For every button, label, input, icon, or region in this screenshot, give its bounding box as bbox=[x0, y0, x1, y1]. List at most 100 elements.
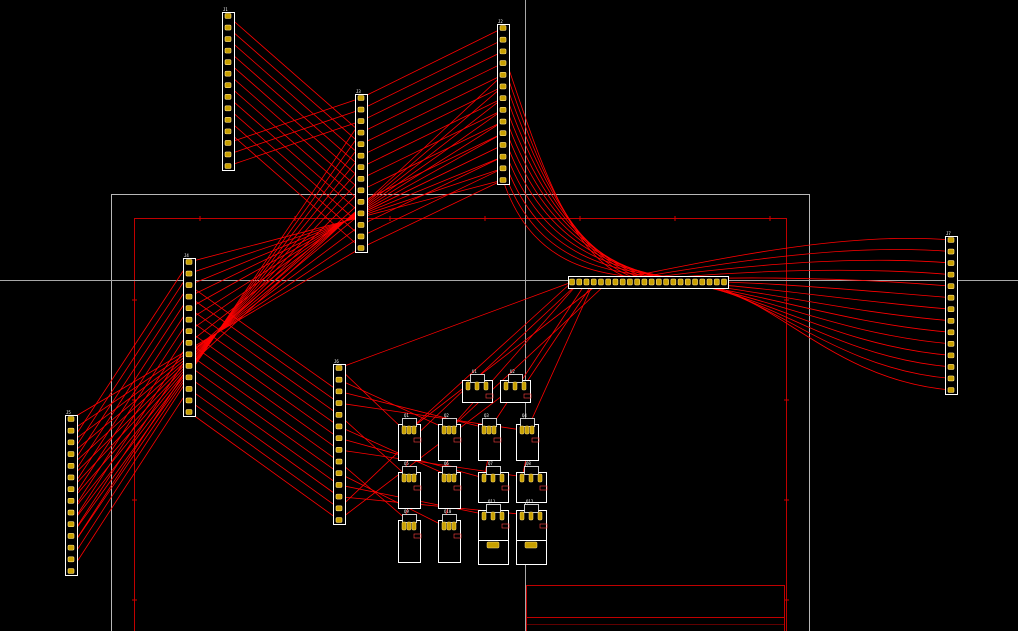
part-q9[interactable]: Q9 bbox=[398, 509, 422, 563]
part-q8[interactable]: Q8 bbox=[516, 461, 548, 503]
part-q6[interactable]: Q6 bbox=[438, 461, 462, 509]
connector-label: J6 bbox=[334, 359, 339, 364]
ratsnest-line bbox=[687, 281, 952, 379]
ratsnest-line bbox=[70, 354, 190, 537]
connector-j7[interactable]: J7 bbox=[945, 231, 958, 395]
ratsnest-line bbox=[408, 281, 573, 431]
connector-label: J1 bbox=[223, 7, 228, 12]
header-h1[interactable] bbox=[568, 276, 729, 289]
ratsnest-line bbox=[227, 38, 362, 156]
part-q1[interactable]: Q1 bbox=[398, 413, 422, 461]
ratsnest-line bbox=[448, 281, 580, 431]
pin-pad bbox=[648, 278, 655, 286]
part-tab bbox=[520, 418, 535, 427]
pin-pad bbox=[357, 141, 365, 147]
pin-pad bbox=[706, 278, 713, 286]
pin-pad bbox=[947, 248, 955, 255]
part-label: U1 bbox=[472, 369, 477, 374]
pin-pad bbox=[67, 486, 75, 492]
pin-pad bbox=[335, 400, 343, 406]
pin-pad bbox=[411, 425, 417, 435]
part-label: Q3 bbox=[484, 413, 489, 418]
part-q2[interactable]: Q2 bbox=[438, 413, 462, 461]
pin-pad bbox=[401, 521, 407, 531]
part-q5[interactable]: Q5 bbox=[398, 461, 422, 509]
pin-pad bbox=[67, 462, 75, 469]
part-marker bbox=[485, 393, 494, 399]
part-tab bbox=[402, 466, 417, 475]
pin-pad bbox=[524, 541, 538, 549]
pin-pad bbox=[335, 435, 343, 441]
ratsnest-line bbox=[523, 281, 595, 387]
part-u1[interactable]: U1 bbox=[462, 369, 494, 403]
pin-pad bbox=[486, 541, 500, 549]
pin-pad bbox=[499, 165, 507, 172]
ratsnest-line bbox=[467, 281, 580, 387]
pin-pad bbox=[335, 482, 343, 488]
ratsnest-line bbox=[227, 108, 362, 226]
ratsnest-line bbox=[338, 390, 495, 431]
part-q12[interactable]: Q12 bbox=[516, 499, 548, 541]
part-q11[interactable]: Q11 bbox=[478, 499, 510, 541]
pin-pad bbox=[583, 278, 590, 286]
pin-pad bbox=[224, 70, 232, 77]
connector-j5[interactable]: J5 bbox=[65, 410, 78, 576]
pin-pad bbox=[490, 511, 496, 521]
ratsnest-line bbox=[70, 261, 190, 443]
pin-pad bbox=[185, 270, 193, 277]
connector-body bbox=[183, 258, 196, 417]
connector-j1[interactable]: J1 bbox=[222, 7, 235, 171]
pin-pad bbox=[713, 278, 720, 286]
ratsnest-line bbox=[488, 281, 587, 431]
ratsnest-line bbox=[227, 96, 362, 214]
part-q7[interactable]: Q7 bbox=[478, 461, 510, 503]
connector-j6[interactable]: J6 bbox=[333, 359, 346, 525]
part-q10[interactable]: Q10 bbox=[438, 509, 462, 563]
pin-pad bbox=[185, 316, 193, 323]
ratsnest-line bbox=[338, 367, 405, 431]
ratsnest-line bbox=[70, 296, 190, 478]
pin-pad bbox=[521, 381, 527, 391]
pin-pad bbox=[67, 474, 75, 481]
pin-pad bbox=[499, 83, 507, 90]
ratsnest-line bbox=[502, 74, 659, 283]
connector-j4[interactable]: J4 bbox=[183, 253, 196, 417]
pin-pad bbox=[519, 425, 525, 435]
part-tab bbox=[524, 466, 539, 475]
ratsnest-line bbox=[338, 472, 445, 527]
connector-j3[interactable]: J3 bbox=[355, 89, 368, 253]
part-marker bbox=[539, 485, 548, 491]
pin-pad bbox=[499, 177, 507, 183]
ratsnest-line bbox=[70, 342, 190, 525]
pin-pad bbox=[499, 107, 507, 113]
ratsnest-line bbox=[188, 330, 340, 439]
part-q4[interactable]: Q4 bbox=[516, 413, 540, 461]
part-tab bbox=[402, 418, 417, 427]
part-label: Q7 bbox=[488, 461, 493, 466]
title-block-frame bbox=[526, 585, 785, 631]
ratsnest-line bbox=[70, 284, 190, 466]
ratsnest-line bbox=[360, 156, 504, 226]
part-label: Q11 bbox=[488, 499, 496, 504]
pin-pad bbox=[67, 427, 75, 434]
pin-pad bbox=[224, 163, 232, 169]
part-q3[interactable]: Q3 bbox=[478, 413, 502, 461]
pin-pad bbox=[67, 556, 75, 563]
pin-pad bbox=[224, 36, 232, 42]
pin-pad bbox=[441, 473, 447, 483]
pin-pad bbox=[576, 278, 583, 286]
pin-pad bbox=[357, 187, 365, 194]
pin-pad bbox=[486, 425, 492, 435]
ratsnest-line bbox=[338, 461, 415, 527]
pin-pad bbox=[406, 521, 412, 531]
ratsnest-line bbox=[188, 319, 340, 427]
ratsnest-line bbox=[227, 97, 362, 144]
pin-pad bbox=[524, 425, 530, 435]
connector-j2[interactable]: J2 bbox=[497, 19, 510, 185]
part-label: Q1 bbox=[404, 413, 409, 418]
part-label: Q9 bbox=[404, 509, 409, 514]
part-u2[interactable]: U2 bbox=[500, 369, 532, 403]
pin-pad bbox=[947, 329, 955, 336]
